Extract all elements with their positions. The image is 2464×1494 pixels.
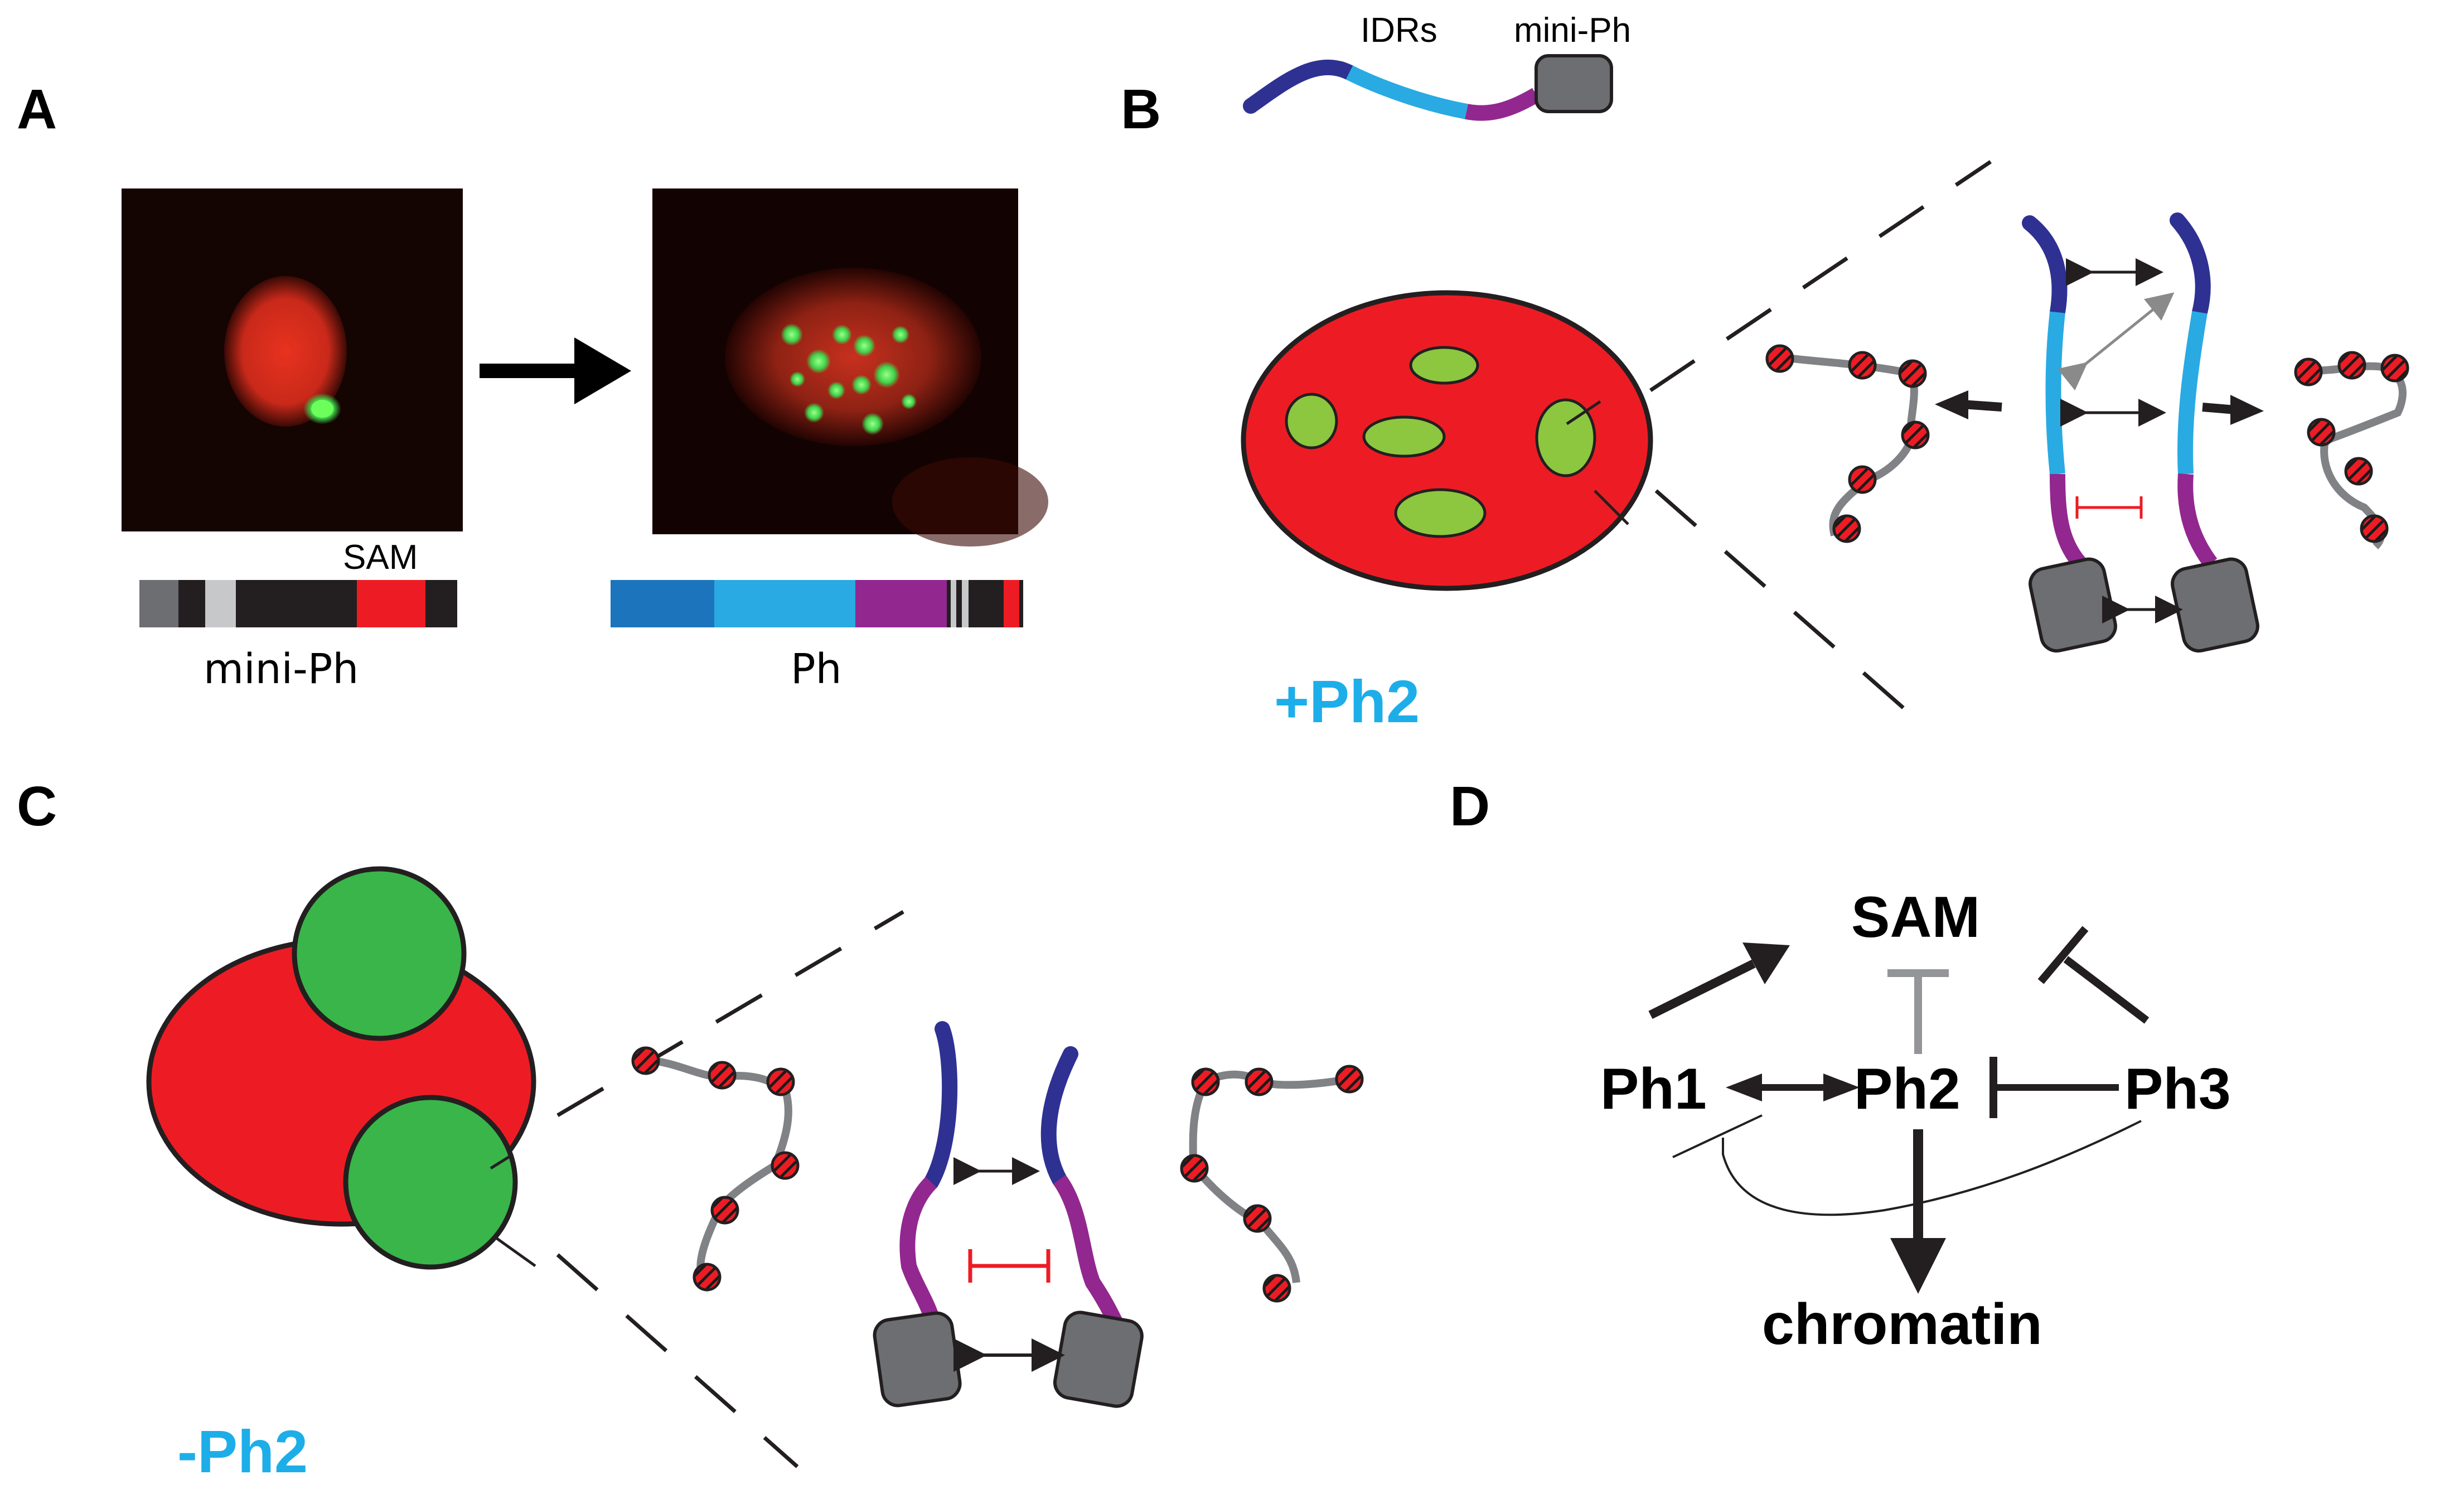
transition-arrow: [480, 337, 631, 404]
chromatin-node: chromatin: [1762, 1292, 2042, 1357]
regulatory-network: [1648, 926, 2150, 1294]
mini-ph-legend-label: mini-Ph: [1514, 11, 1631, 50]
chromatin-fiber-right-c: [1180, 1065, 1364, 1303]
micrograph-ph: [652, 188, 1048, 547]
panel-label-d: D: [1450, 775, 1490, 838]
sam-node: SAM: [1851, 885, 1980, 950]
sam-domain-label: SAM: [343, 538, 418, 577]
ph-domain-bar: [611, 580, 1023, 627]
condensate-cell-plus: [1241, 290, 1653, 591]
micrograph-mini-ph: [122, 188, 463, 531]
ph1-node: Ph1: [1600, 1057, 1707, 1121]
mini-ph-domain-bar: [139, 580, 457, 627]
panel-label-c: C: [17, 775, 57, 838]
inhibition-bar-b: [2075, 496, 2143, 519]
ph-molecule-c-left: [873, 1021, 962, 1408]
panel-label-b: B: [1121, 78, 1161, 141]
ph-molecule-b-left: [2022, 215, 2117, 653]
condensate-puncta: [781, 323, 917, 435]
ph-caption: Ph: [791, 645, 842, 693]
zoom-lines-b: [1649, 160, 1992, 713]
recruit-arrow-right-b: [2202, 395, 2264, 425]
inhibition-bar-c: [968, 1249, 1051, 1283]
ph-molecule-c-right: [1040, 1046, 1144, 1408]
chromatin-fiber-left-c: [631, 1046, 800, 1292]
zoom-lines-c: [556, 910, 904, 1468]
chromatin-fiber-right-b: [2294, 351, 2409, 549]
plus-ph2-label: +Ph2: [1274, 668, 1420, 735]
ph2-node: Ph2: [1854, 1057, 1960, 1121]
chromatin-fiber-left-b: [1765, 344, 1930, 543]
minus-ph2-label: -Ph2: [177, 1418, 308, 1485]
recruit-arrow-left-b: [1935, 390, 2002, 419]
idrs-label: IDRs: [1361, 11, 1437, 50]
interaction-arrows-b: [2057, 258, 2183, 623]
ph3-node: Ph3: [2124, 1057, 2231, 1121]
interaction-arrows-c: [953, 1157, 1065, 1372]
panel-label-a: A: [17, 78, 57, 141]
condensate-cell-minus: [146, 866, 536, 1270]
ph-molecule-legend: [1243, 54, 1613, 121]
mini-ph-caption: mini-Ph: [204, 645, 359, 693]
ph-molecule-b-right: [2170, 212, 2259, 653]
